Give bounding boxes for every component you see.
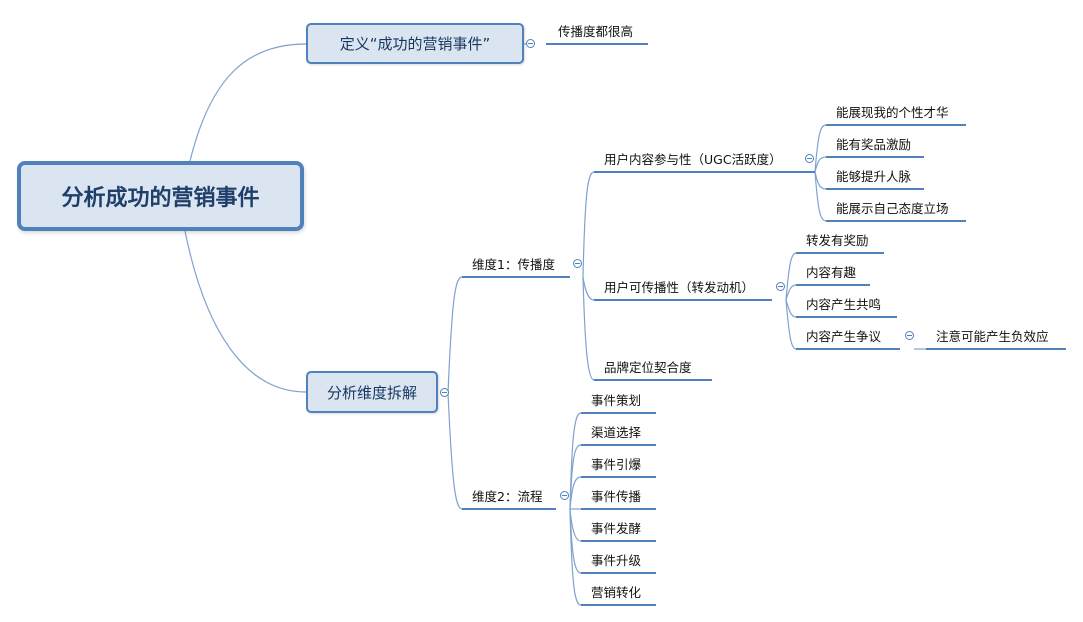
connector-ugc-1 [814,124,827,173]
connector-dim1-share [582,276,595,301]
topic-ugc-item[interactable]: 能展现我的个性才华 [836,105,949,120]
collapse-toggle-dim1-icon[interactable] [573,259,582,268]
connector-dim2-3 [569,476,582,510]
connector-breakdown-dim2 [447,392,463,510]
connector-ugc-4 [814,171,827,222]
connector-dim1-brand [582,276,595,381]
topic-dim2-item[interactable]: 营销转化 [591,585,642,600]
connector-dim2-2 [569,444,582,510]
topic-share-item[interactable]: 转发有奖励 [806,233,869,248]
topic-dim2-item[interactable]: 事件升级 [591,553,642,568]
collapse-toggle-controversy-icon[interactable] [905,331,914,340]
topic-dim2-item[interactable]: 事件策划 [591,393,642,408]
topic-brand[interactable]: 品牌定位契合度 [604,360,692,375]
collapse-toggle-ugc-icon[interactable] [805,154,814,163]
connector-dim1-ugc [582,171,595,278]
topic-dim2-item[interactable]: 事件发酵 [591,521,642,536]
connector-ugc-2 [814,156,827,173]
collapse-toggle-share-icon[interactable] [776,282,785,291]
topic-ugc-item[interactable]: 能有奖品激励 [836,137,912,152]
connector-share-1 [785,252,797,301]
connector-share-2 [785,284,797,301]
topic-dim2[interactable]: 维度2：流程 [472,489,543,504]
connector-root-definition [189,43,307,162]
topic-share-item[interactable]: 内容产生争议 [806,329,882,344]
topic-dim2-item[interactable]: 渠道选择 [591,425,642,440]
collapse-toggle-definition-icon[interactable] [526,39,535,48]
topic-breakdown[interactable]: 分析维度拆解 [306,371,438,413]
topic-share[interactable]: 用户可传播性（转发动机） [604,280,755,295]
topic-definition[interactable]: 定义“成功的营销事件” [306,23,524,64]
topic-share-item[interactable]: 内容有趣 [806,265,857,280]
root-topic[interactable]: 分析成功的营销事件 [17,161,304,231]
topic-dim2-item[interactable]: 事件引爆 [591,457,642,472]
topic-ugc-item[interactable]: 能够提升人脉 [836,169,912,184]
connector-root-breakdown [184,230,307,393]
connector-breakdown-dim1 [447,276,463,394]
topic-dim1[interactable]: 维度1：传播度 [472,257,555,272]
connector-share-4 [785,299,797,350]
collapse-toggle-dim2-icon[interactable] [560,491,569,500]
topic-share-item[interactable]: 内容产生共鸣 [806,297,882,312]
collapse-toggle-breakdown-icon[interactable] [440,388,449,397]
topic-dim2-item[interactable]: 事件传播 [591,489,642,504]
topic-ugc-item[interactable]: 能展示自己态度立场 [836,201,949,216]
topic-controversy-note[interactable]: 注意可能产生负效应 [936,329,1049,344]
connector-dim2-7 [569,508,582,606]
topic-definition-child[interactable]: 传播度都很高 [558,24,634,39]
topic-ugc[interactable]: 用户内容参与性（UGC活跃度） [604,152,782,167]
